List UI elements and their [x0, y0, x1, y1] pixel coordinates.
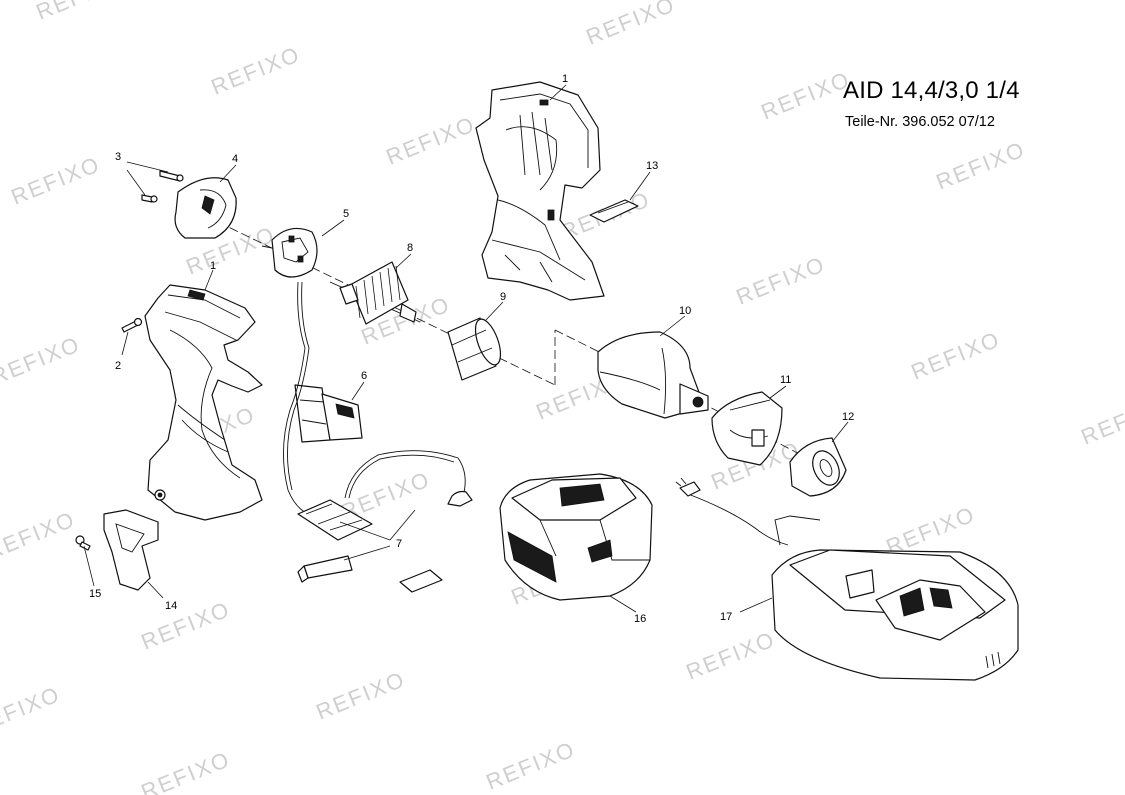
watermark: REFIXO — [138, 746, 234, 795]
watermark: REFIXO — [0, 331, 84, 389]
battery-pack-icon — [499, 473, 653, 601]
screw-icon — [141, 170, 184, 203]
callout-7: 7 — [396, 538, 402, 550]
callout-11: 11 — [780, 374, 791, 386]
diagram-title: AID 14,4/3,0 1/4 — [843, 77, 1020, 104]
watermark: REFIXO — [483, 736, 579, 794]
watermark: REFIXO — [0, 681, 64, 739]
callout-13: 13 — [646, 160, 658, 172]
armature-icon — [329, 261, 421, 325]
housing-half-icon — [144, 284, 263, 521]
callout-2: 2 — [115, 360, 121, 372]
callout-5: 5 — [343, 208, 349, 220]
housing-half-icon — [475, 81, 605, 301]
watermark: REFIXO — [933, 136, 1029, 194]
brush-plate-icon — [261, 227, 318, 278]
watermark: REFIXO — [1078, 391, 1125, 449]
wiring-icon — [283, 281, 473, 593]
watermark: REFIXO — [758, 66, 854, 124]
callout-8: 8 — [407, 242, 413, 254]
watermark: REFIXO — [683, 626, 779, 684]
callout-4: 4 — [232, 153, 238, 165]
front-cap-icon — [711, 391, 783, 466]
callout-1b: 1 — [210, 260, 216, 272]
callout-14: 14 — [165, 600, 177, 612]
end-cap-icon — [174, 177, 237, 239]
callout-17: 17 — [720, 611, 732, 623]
callout-1a: 1 — [562, 73, 568, 85]
watermark: REFIXO — [383, 111, 479, 169]
screw-icon — [75, 535, 91, 551]
callout-15: 15 — [89, 588, 101, 600]
screw-icon — [121, 317, 143, 333]
charger-icon — [675, 477, 1019, 681]
callout-6: 6 — [361, 370, 367, 382]
watermark: REFIXO — [313, 666, 409, 724]
watermark: REFIXO — [208, 41, 304, 99]
watermark: REFIXO — [908, 326, 1004, 384]
watermark: REFIXO — [0, 506, 79, 564]
callout-3: 3 — [115, 151, 121, 163]
label-plate-icon — [589, 199, 639, 223]
watermark: REFIXO — [583, 0, 679, 50]
belt-clip-icon — [103, 509, 159, 591]
callout-labels: 1 1 2 3 4 5 6 7 8 9 10 11 12 13 14 15 16… — [89, 73, 854, 625]
gear-housing-icon — [597, 331, 709, 419]
watermark: REFIXO — [138, 596, 234, 654]
magnet-ring-icon — [447, 317, 502, 381]
callout-9: 9 — [500, 291, 506, 303]
part-number: Teile-Nr. 396.052 07/12 — [845, 114, 995, 130]
watermark: REFIXO — [33, 0, 129, 25]
switch-icon — [294, 384, 363, 443]
watermark: REFIXO — [8, 151, 104, 209]
leader-lines — [83, 84, 849, 613]
watermark: REFIXO — [733, 251, 829, 309]
callout-12: 12 — [842, 411, 854, 423]
nose-cap-icon — [789, 437, 847, 497]
callout-16: 16 — [634, 613, 646, 625]
callout-10: 10 — [679, 305, 691, 317]
